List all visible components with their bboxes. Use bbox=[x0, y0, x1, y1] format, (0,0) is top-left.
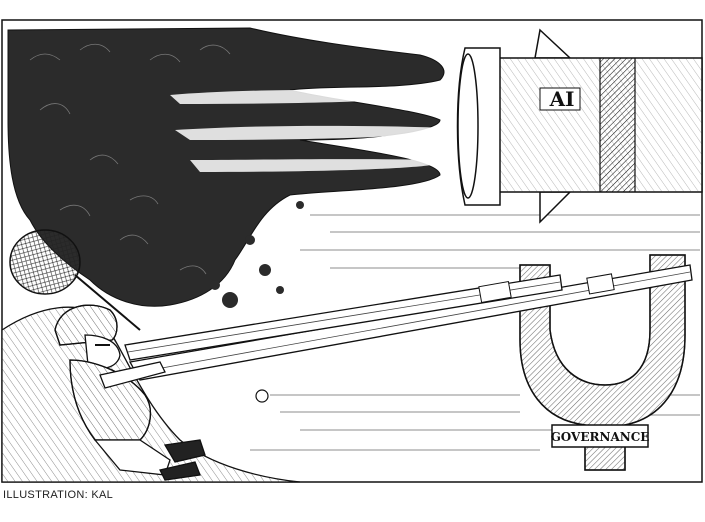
butterfly-net bbox=[9, 229, 141, 331]
rocket-label: AI bbox=[549, 87, 575, 111]
debris bbox=[210, 201, 304, 308]
governance-sign: GOVERNANCE bbox=[551, 424, 650, 448]
sign-label: GOVERNANCE bbox=[551, 430, 650, 444]
smoke-texture bbox=[29, 43, 231, 275]
soldier bbox=[54, 304, 206, 481]
ai-rocket: AI bbox=[456, 28, 703, 224]
hill bbox=[1, 306, 301, 483]
smoke-highlights bbox=[170, 89, 450, 172]
pebble bbox=[255, 389, 269, 403]
slingshot-frame bbox=[519, 254, 686, 471]
illustration-credit: ILLUSTRATION: KAL bbox=[3, 489, 114, 501]
slingshot-bands bbox=[124, 264, 693, 381]
